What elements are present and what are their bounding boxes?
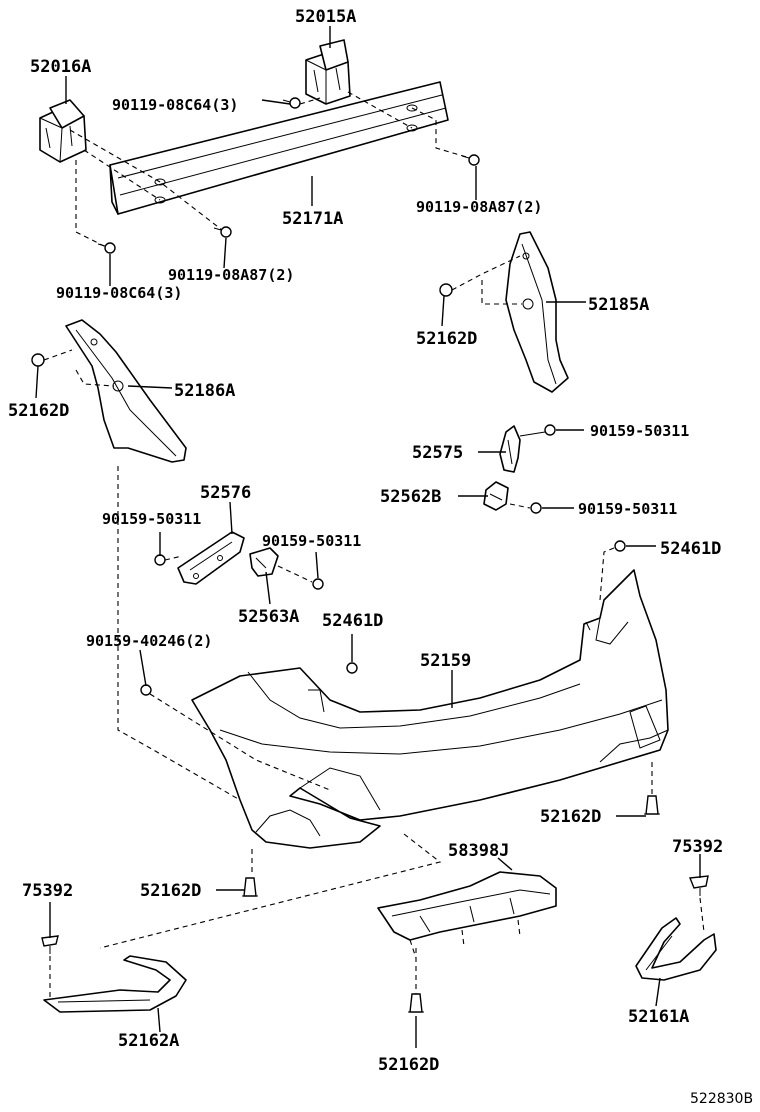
clip-icon	[346, 662, 358, 674]
label-52159: 52159	[420, 651, 471, 671]
label-52162d-e: 52162D	[378, 1055, 439, 1075]
label-52576: 52576	[200, 483, 251, 503]
label-75392-b: 75392	[672, 837, 723, 857]
push-rivet-icon	[644, 795, 660, 815]
bracket-52563a	[249, 547, 279, 577]
label-52162d-c: 52162D	[540, 807, 601, 827]
label-90159-50311-c: 90159-50311	[102, 510, 201, 528]
clip-icon	[439, 283, 453, 297]
bolt-icon	[277, 565, 324, 590]
bolt-icon	[509, 502, 542, 514]
bolt-icon	[213, 226, 232, 238]
label-52562b: 52562B	[380, 487, 441, 507]
bumper-reinforcement-52171a	[109, 81, 449, 215]
clip-75392-icon	[689, 875, 709, 896]
screw-icon	[140, 684, 152, 696]
bolt-icon	[519, 424, 556, 437]
label-52171a: 52171A	[282, 209, 343, 229]
under-cover-58398j	[377, 871, 557, 959]
bracket-52015a	[305, 39, 351, 105]
push-rivet-icon	[242, 877, 258, 897]
label-52186a: 52186A	[174, 381, 235, 401]
label-52563a: 52563A	[238, 607, 299, 627]
clip-75392-icon	[41, 935, 59, 954]
label-52162d-a: 52162D	[416, 329, 477, 349]
label-90119-08a87-mid: 90119-08A87(2)	[168, 266, 294, 284]
label-90119-08c64-top: 90119-08C64(3)	[112, 96, 238, 114]
label-52185a: 52185A	[588, 295, 649, 315]
label-90119-08c64-bottom: 90119-08C64(3)	[56, 284, 182, 302]
label-52015a: 52015A	[295, 7, 356, 27]
label-52161a: 52161A	[628, 1007, 689, 1027]
bolt-icon	[154, 554, 183, 566]
bracket-52562b	[483, 481, 509, 511]
molding-52161a	[635, 917, 717, 981]
label-52461d-b: 52461D	[322, 611, 383, 631]
label-52162d-b: 52162D	[8, 401, 69, 421]
retainer-52186a	[65, 319, 187, 463]
bracket-52016a	[39, 99, 87, 163]
label-58398j: 58398J	[448, 841, 509, 861]
label-52162a: 52162A	[118, 1031, 179, 1051]
label-90159-50311-d: 90159-50311	[262, 532, 361, 550]
label-52461d-a: 52461D	[660, 539, 721, 559]
label-90119-08a87-right: 90119-08A87(2)	[416, 198, 542, 216]
label-52016a: 52016A	[30, 57, 91, 77]
retainer-52185a	[505, 231, 569, 393]
bracket-52575	[499, 425, 521, 473]
clip-icon	[31, 353, 45, 367]
bumper-cover-52159	[191, 569, 669, 849]
label-90159-50311-b: 90159-50311	[578, 500, 677, 518]
clip-icon	[614, 540, 626, 552]
bolt-icon	[282, 97, 301, 109]
bracket-52576	[177, 531, 245, 585]
diagram-reference-code: 522830B	[690, 1091, 753, 1107]
label-90159-50311-a: 90159-50311	[590, 422, 689, 440]
push-rivet-icon	[408, 993, 424, 1013]
label-75392-a: 75392	[22, 881, 73, 901]
label-90159-40246: 90159-40246(2)	[86, 632, 212, 650]
molding-52162a	[43, 955, 187, 1013]
label-52162d-d: 52162D	[140, 881, 201, 901]
label-52575: 52575	[412, 443, 463, 463]
